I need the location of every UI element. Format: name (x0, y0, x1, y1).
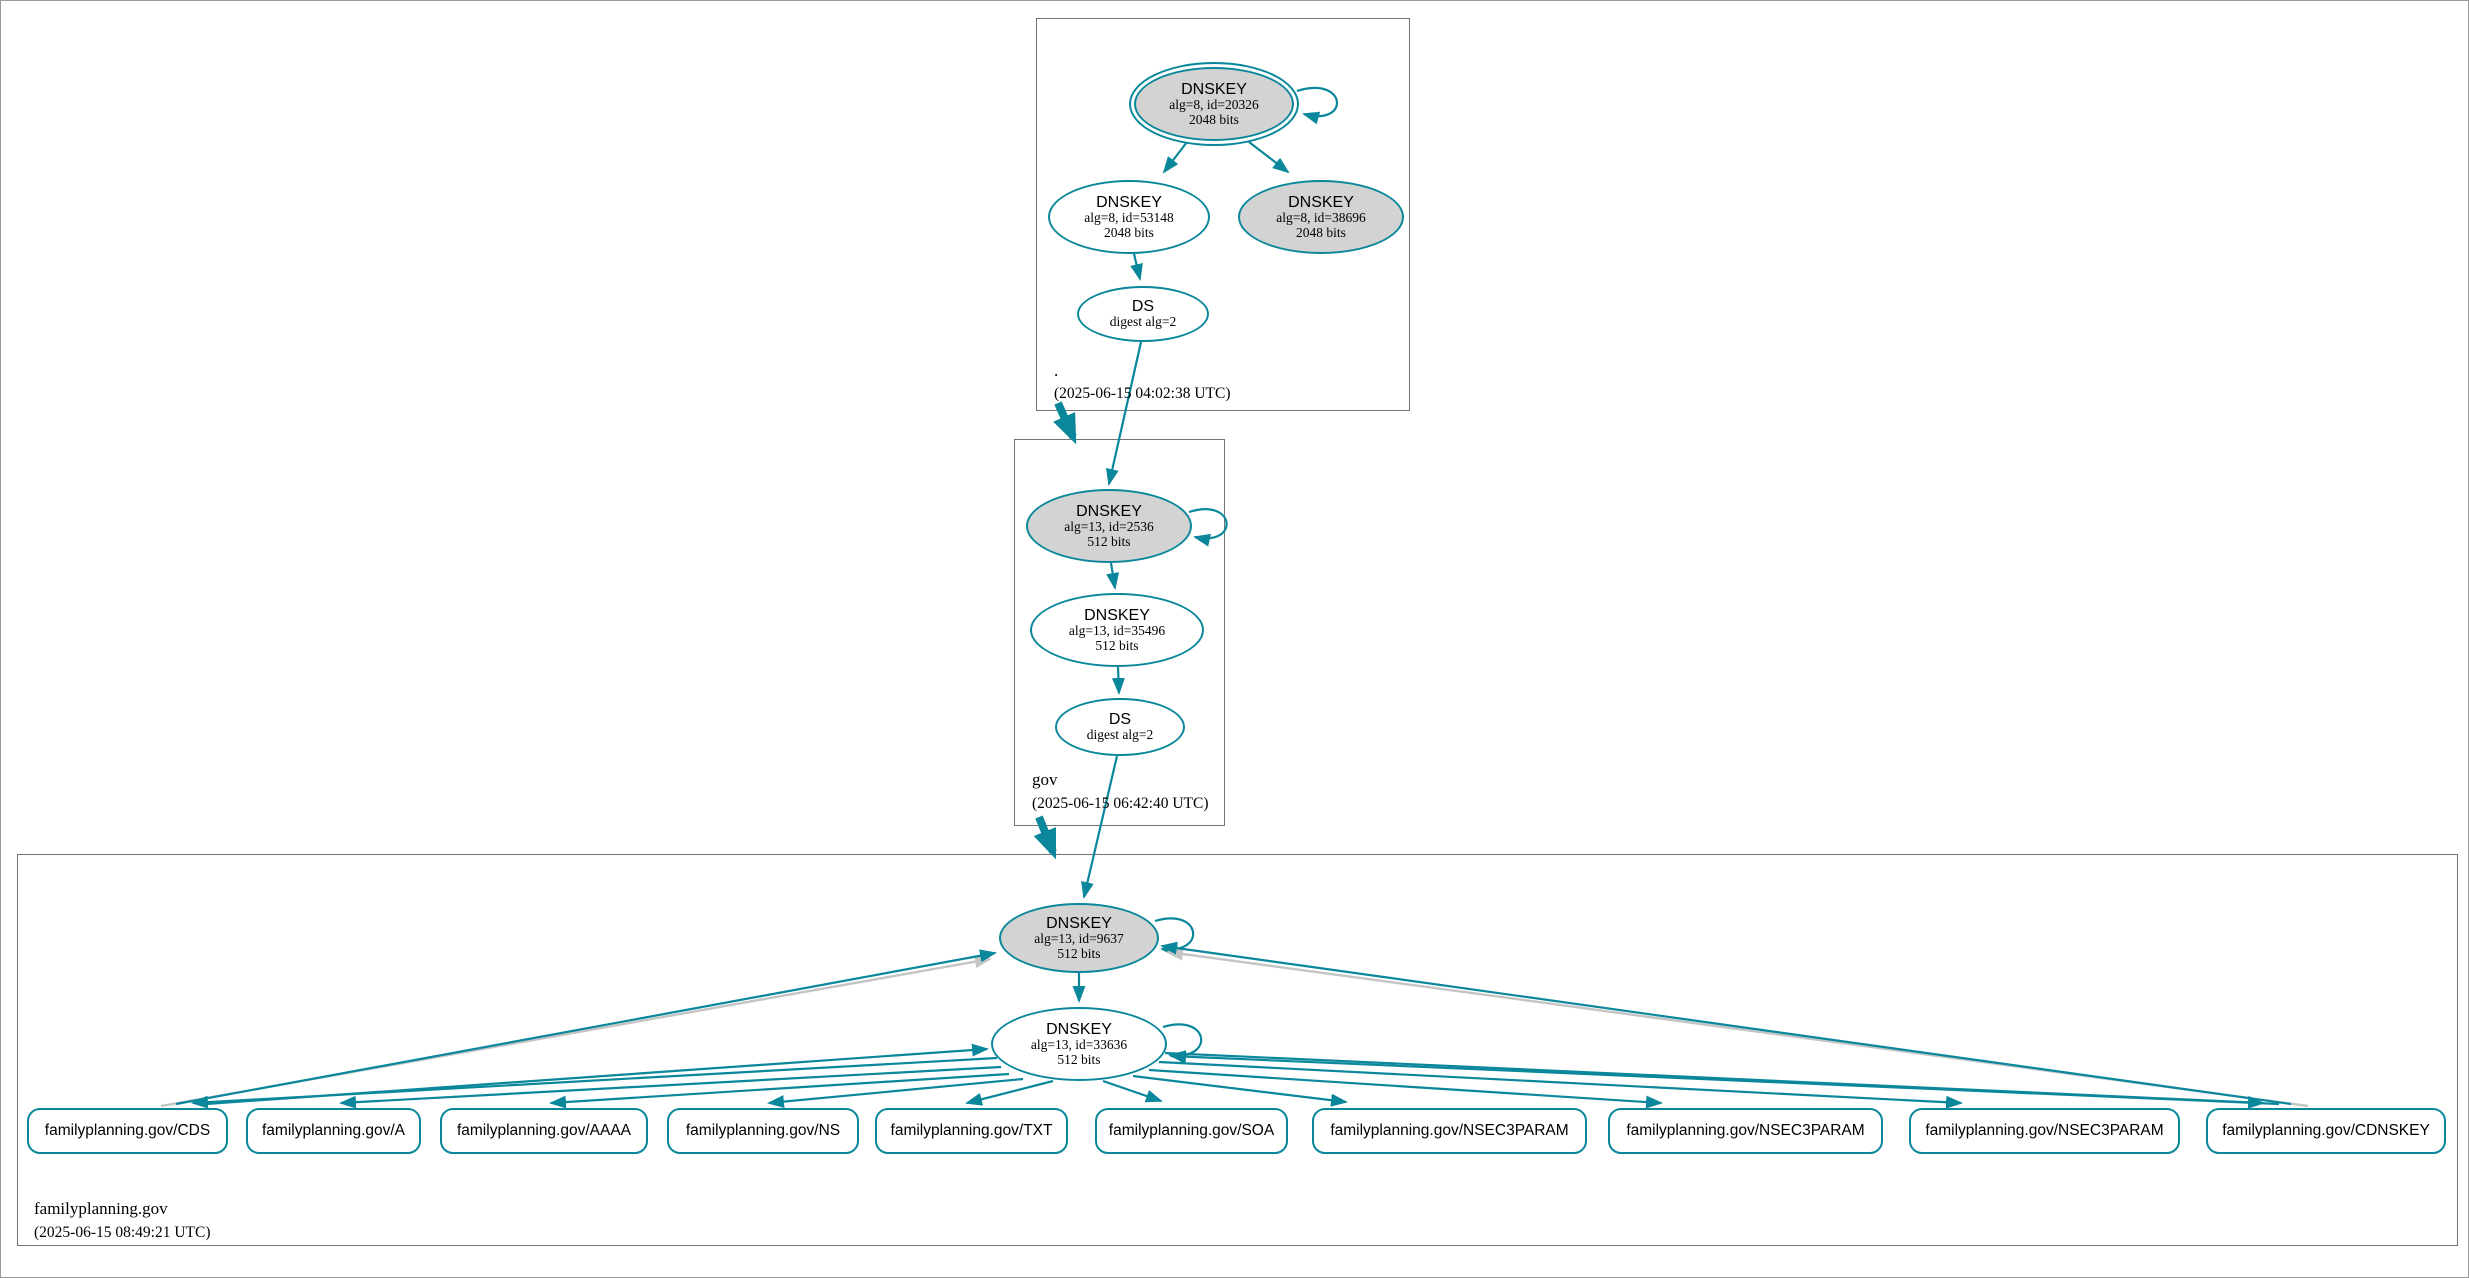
zone-timestamp-root: (2025-06-15 04:02:38 UTC) (1054, 385, 1231, 402)
node-gov-ksk-dnskey[interactable]: DNSKEY alg=13, id=2536 512 bits (1026, 489, 1192, 563)
node-gov-zsk-dnskey[interactable]: DNSKEY alg=13, id=35496 512 bits (1030, 593, 1204, 667)
rrset-ns[interactable]: familyplanning.gov/NS (667, 1108, 859, 1154)
rrset-txt[interactable]: familyplanning.gov/TXT (875, 1108, 1068, 1154)
edge-zsk-to-soa (1102, 1079, 1163, 1103)
node-bits: 512 bits (1095, 637, 1139, 653)
node-detail: alg=13, id=2536 (1064, 519, 1154, 535)
edge-zsk-to-a (339, 1065, 1002, 1109)
node-fam-ksk-dnskey[interactable]: DNSKEY alg=13, id=9637 512 bits (999, 903, 1159, 973)
edge-root-zsk-to-ds (1130, 253, 1143, 281)
edge-cdnskey-to-ksk (1160, 941, 2292, 1106)
node-detail: alg=13, id=9637 (1034, 931, 1124, 947)
node-title: DNSKEY (1096, 193, 1162, 211)
zone-label-gov: gov (1032, 770, 1058, 789)
node-detail: digest alg=2 (1109, 314, 1177, 330)
node-detail: alg=8, id=20326 (1169, 97, 1259, 113)
edge-cdnskey-to-zsk (1169, 1050, 2280, 1106)
node-detail: alg=8, id=38696 (1276, 210, 1366, 226)
edge-fam-zsk-selfloop (1162, 1023, 1203, 1064)
trust-anchor-double-ring (1134, 67, 1294, 141)
node-title: DS (1108, 711, 1132, 729)
node-detail: alg=8, id=53148 (1084, 210, 1174, 226)
edge-zsk-to-ns (767, 1077, 1024, 1109)
edge-zsk-to-nsec3param-2 (1148, 1068, 1663, 1109)
node-bits: 512 bits (1087, 533, 1131, 549)
edge-root-ksk-to-zsk (1162, 141, 1188, 174)
zone-label-root: . (1054, 361, 1059, 380)
node-title: DNSKEY (1046, 914, 1112, 932)
node-title: DNSKEY (1181, 80, 1247, 98)
edge-cds-to-ksk (175, 949, 997, 1106)
rrset-a[interactable]: familyplanning.gov/A (246, 1108, 421, 1154)
edge-gov-ds-to-fam-ksk (1081, 755, 1119, 899)
edge-root-ksk-selfloop (1296, 86, 1339, 125)
node-title: DS (1131, 298, 1155, 316)
rrset-aaaa[interactable]: familyplanning.gov/AAAA (440, 1108, 648, 1154)
edge-cds-to-zsk (205, 1043, 989, 1106)
rrset-nsec3param-1[interactable]: familyplanning.gov/NSEC3PARAM (1312, 1108, 1587, 1154)
edge-delegation-gov-to-fam (1033, 815, 1057, 860)
zone-box-root (1036, 18, 1410, 411)
node-title: DNSKEY (1076, 502, 1142, 520)
rrset-cdnskey[interactable]: familyplanning.gov/CDNSKEY (2206, 1108, 2446, 1154)
node-detail: alg=13, id=35496 (1068, 623, 1166, 639)
node-root-ds[interactable]: DS digest alg=2 (1077, 286, 1209, 342)
edge-root-ksk-to-key2 (1248, 141, 1290, 174)
rrset-soa[interactable]: familyplanning.gov/SOA (1095, 1108, 1288, 1154)
edge-root-ds-to-gov-ksk (1105, 341, 1143, 486)
node-bits: 2048 bits (1104, 224, 1154, 240)
rrset-cds[interactable]: familyplanning.gov/CDS (27, 1108, 228, 1154)
edge-zsk-to-nsec3param-1 (1132, 1074, 1348, 1107)
zone-timestamp-gov: (2025-06-15 06:42:40 UTC) (1032, 795, 1209, 812)
node-gov-ds[interactable]: DS digest alg=2 (1055, 698, 1185, 756)
node-detail: digest alg=2 (1086, 727, 1154, 743)
node-bits: 512 bits (1057, 1051, 1101, 1067)
node-root-zsk-dnskey[interactable]: DNSKEY alg=8, id=53148 2048 bits (1048, 180, 1210, 254)
node-bits: 2048 bits (1296, 224, 1346, 240)
edge-zsk-to-nsec3param-3 (1158, 1060, 1963, 1109)
zone-label-familyplanning: familyplanning.gov (34, 1199, 168, 1218)
node-fam-zsk-dnskey[interactable]: DNSKEY alg=13, id=33636 512 bits (991, 1007, 1167, 1081)
node-root-ksk-dnskey[interactable]: DNSKEY alg=8, id=20326 2048 bits (1129, 62, 1299, 146)
node-root-dnskey-38696[interactable]: DNSKEY alg=8, id=38696 2048 bits (1238, 180, 1404, 254)
node-bits: 2048 bits (1189, 111, 1239, 127)
node-title: DNSKEY (1288, 193, 1354, 211)
edge-zsk-to-aaaa (549, 1072, 1010, 1109)
rrset-nsec3param-3[interactable]: familyplanning.gov/NSEC3PARAM (1909, 1108, 2180, 1154)
edge-gov-ksk-to-zsk (1106, 562, 1120, 590)
edge-fam-ksk-selfloop (1154, 917, 1195, 958)
node-title: DNSKEY (1084, 606, 1150, 624)
node-title: DNSKEY (1046, 1020, 1112, 1038)
edge-gov-ksk-selfloop (1188, 508, 1228, 547)
edge-zsk-to-txt (965, 1079, 1054, 1106)
node-detail: alg=13, id=33636 (1030, 1037, 1128, 1053)
zone-timestamp-familyplanning: (2025-06-15 08:49:21 UTC) (34, 1224, 211, 1241)
edge-delegation-root-to-gov (1053, 401, 1077, 445)
edge-gov-zsk-to-ds (1111, 666, 1125, 695)
node-bits: 512 bits (1057, 945, 1101, 961)
rrset-nsec3param-2[interactable]: familyplanning.gov/NSEC3PARAM (1608, 1108, 1883, 1154)
zone-box-familyplanning (17, 854, 2458, 1246)
